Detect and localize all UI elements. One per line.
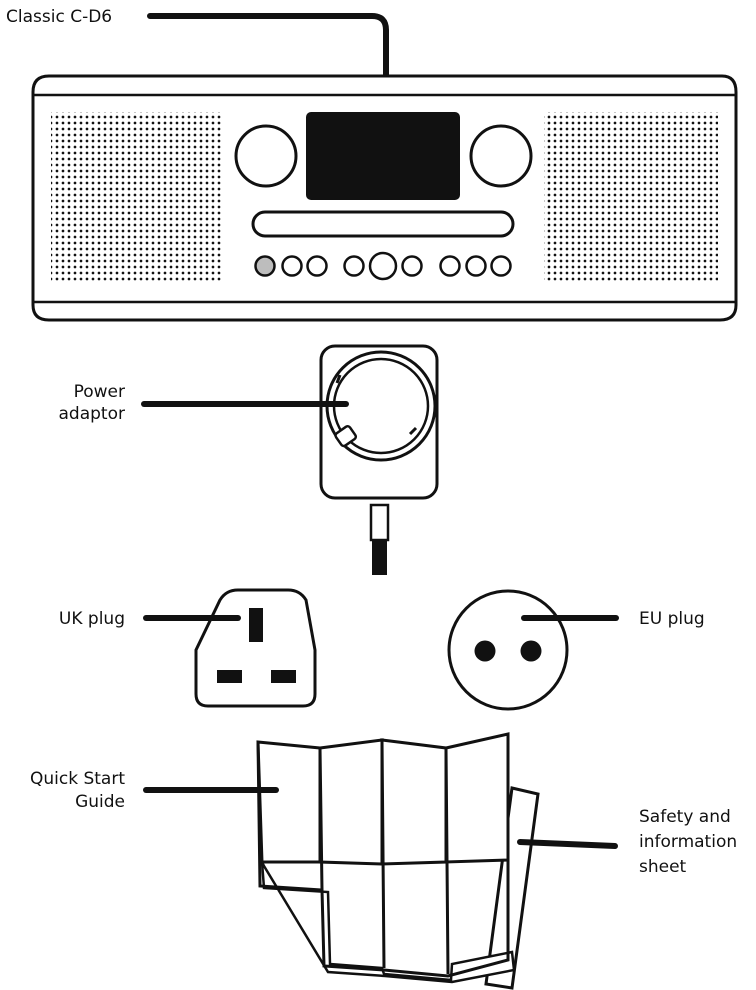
info-sheet-icon [484,786,540,990]
guide-label-line2: Guide [75,792,125,812]
adaptor-label-line1: Power [74,382,125,402]
radio-label: Classic C-D6 [6,7,112,27]
right-knob-icon [469,124,533,188]
left-speaker-grille-icon [51,112,221,282]
button-icon [368,251,398,281]
button-icon [306,255,328,277]
eu-plug-label: EU plug [639,609,705,629]
power-adaptor-group: Power adaptor [59,344,439,575]
uk-plug-icon [194,588,317,708]
front-buttons [254,251,512,281]
eu-plug-group: EU plug [447,589,705,711]
button-icon [343,255,365,277]
power-adaptor-icon [319,344,439,575]
button-icon [439,255,461,277]
button-icon [465,255,487,277]
left-knob-icon [234,124,298,188]
adaptor-label-line2: adaptor [59,404,125,424]
guide-label-line1: Quick Start [30,769,125,789]
uk-plug-label: UK plug [59,609,125,629]
uk-plug-group: UK plug [59,588,317,708]
right-speaker-grille-icon [544,112,718,282]
folded-guide-icon [256,732,516,984]
safety-label-line1: Safety and [639,807,731,827]
button-icon [254,255,276,277]
cd-slot-icon [251,210,515,238]
safety-label-line3: sheet [639,857,687,877]
radio-unit: Classic C-D6 [6,7,738,322]
button-icon [490,255,512,277]
button-icon [281,255,303,277]
documents-group: Quick Start Guide Safety and information… [30,732,737,990]
button-icon [401,255,423,277]
eu-plug-icon [447,589,569,711]
safety-label-line2: information [639,832,737,852]
display-icon [306,112,460,200]
